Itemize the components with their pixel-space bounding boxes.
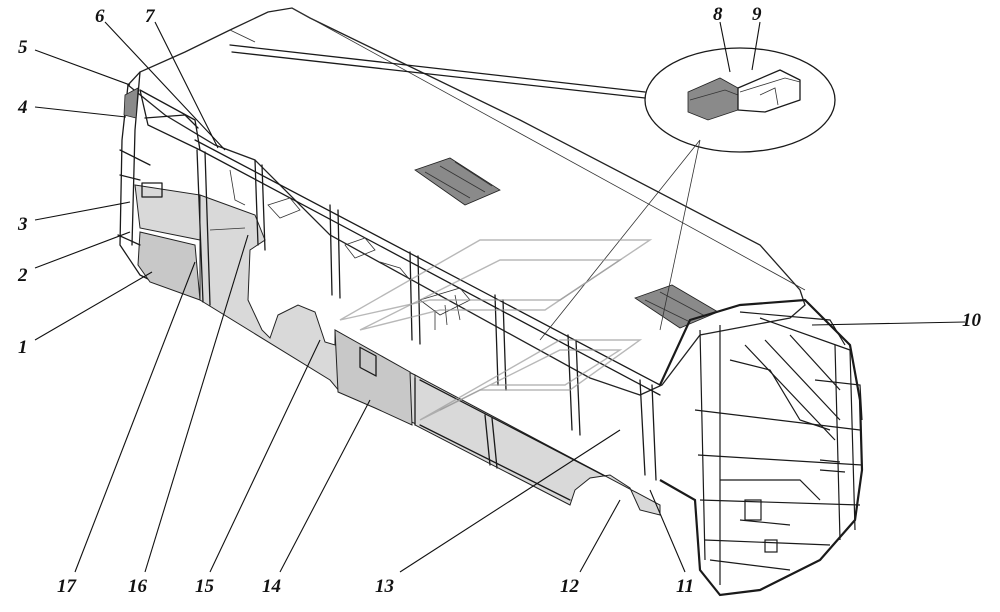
callout-4: 4	[17, 97, 28, 118]
roof-hatch-front	[414, 157, 501, 206]
tube-profile-9	[737, 69, 801, 113]
callout-7: 7	[145, 6, 156, 27]
watermark-logo	[339, 239, 653, 421]
callout-3: 3	[17, 214, 28, 235]
bus-side-section	[194, 139, 661, 516]
callout-1: 1	[18, 337, 28, 358]
bus-front-section	[117, 71, 201, 301]
callout-2: 2	[17, 265, 28, 286]
callout-6: 6	[95, 6, 105, 27]
callout-10: 10	[962, 310, 982, 331]
profile-detail-inset	[229, 44, 836, 341]
callout-17: 17	[57, 576, 78, 597]
callout-16: 16	[128, 576, 148, 597]
callout-11: 11	[676, 576, 694, 597]
callout-8: 8	[713, 4, 723, 25]
bus-rear-frame	[659, 298, 864, 597]
bus-roof	[127, 7, 806, 396]
callout-12: 12	[560, 576, 580, 597]
callout-9: 9	[752, 4, 762, 25]
leader-lines	[34, 21, 966, 573]
callout-14: 14	[262, 576, 281, 597]
callout-labels: 1 2 3 4 5 6 7 8 9 10 11 12 13 14 15 16 1…	[17, 4, 982, 597]
callout-15: 15	[195, 576, 215, 597]
callout-13: 13	[375, 576, 394, 597]
callout-5: 5	[18, 37, 28, 58]
tube-profile-8	[687, 77, 739, 121]
